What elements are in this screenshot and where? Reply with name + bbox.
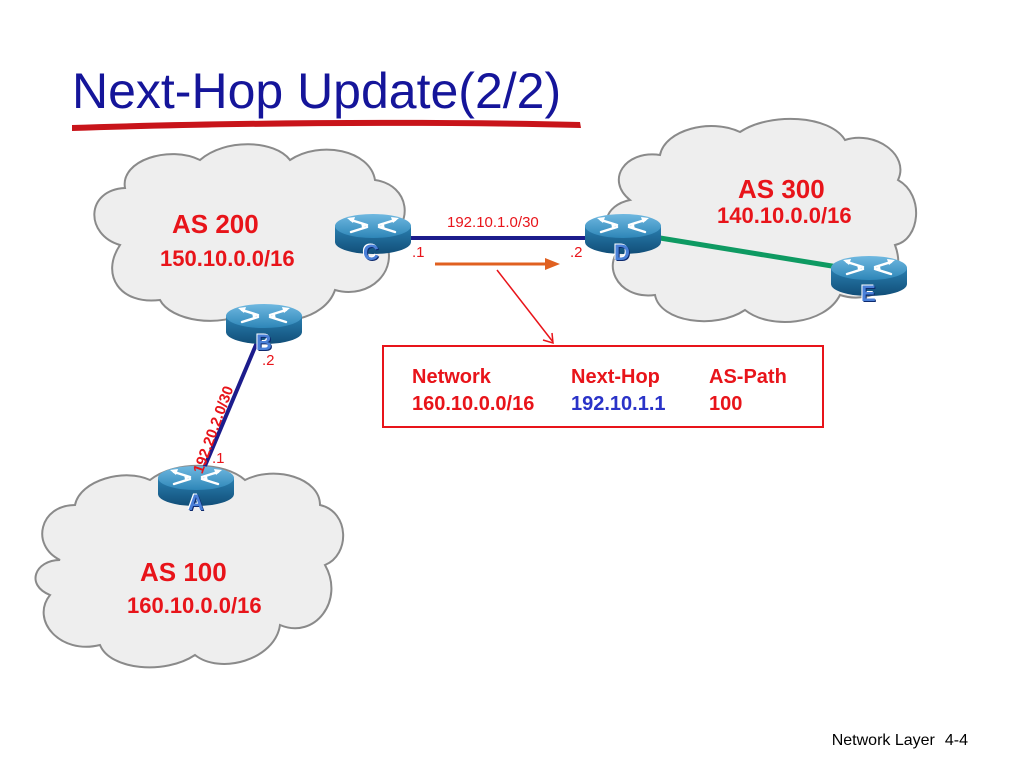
as100-prefix: 160.10.0.0/16 [127,593,262,618]
route-update-table: Network Next-Hop AS-Path 160.10.0.0/16 1… [382,345,824,428]
update-arrow-icon [435,258,560,270]
pointer-arrow-icon [496,269,554,345]
link-a-b [200,339,260,474]
footer-page: 4-4 [944,732,968,749]
page-title: Next-Hop Update(2/2) [72,63,562,119]
as300-prefix: 140.10.0.0/16 [717,203,852,228]
router-b-label: B [256,330,272,355]
as200-prefix: 150.10.0.0/16 [160,246,295,271]
header-next-hop: Next-Hop [571,366,660,388]
cloud-as200 [93,143,406,322]
router-d-label: D [614,240,630,265]
router-c-interface: .1 [412,244,425,261]
cell-as-path: 100 [709,393,743,415]
cloud-as100 [34,464,345,669]
title-underline [72,119,581,131]
cell-next-hop: 192.10.1.1 [571,393,666,415]
router-b-interface: .2 [262,352,275,369]
router-c-label: C [363,240,379,265]
link-c-d-subnet: 192.10.1.0/30 [447,214,539,231]
link-d-e [659,235,839,270]
header-network: Network [412,366,491,388]
footer-section: Network Layer [831,732,935,749]
router-a-label: A [188,490,204,515]
router-a-interface: .1 [212,450,225,467]
as100-name: AS 100 [140,557,227,587]
cell-network: 160.10.0.0/16 [412,393,535,415]
as300-name: AS 300 [738,174,825,204]
footer: Network Layer 4-4 [832,732,968,750]
as200-name: AS 200 [172,209,259,239]
header-as-path: AS-Path [709,366,787,388]
router-d-interface: .2 [570,244,583,261]
router-e-label: E [861,281,876,306]
